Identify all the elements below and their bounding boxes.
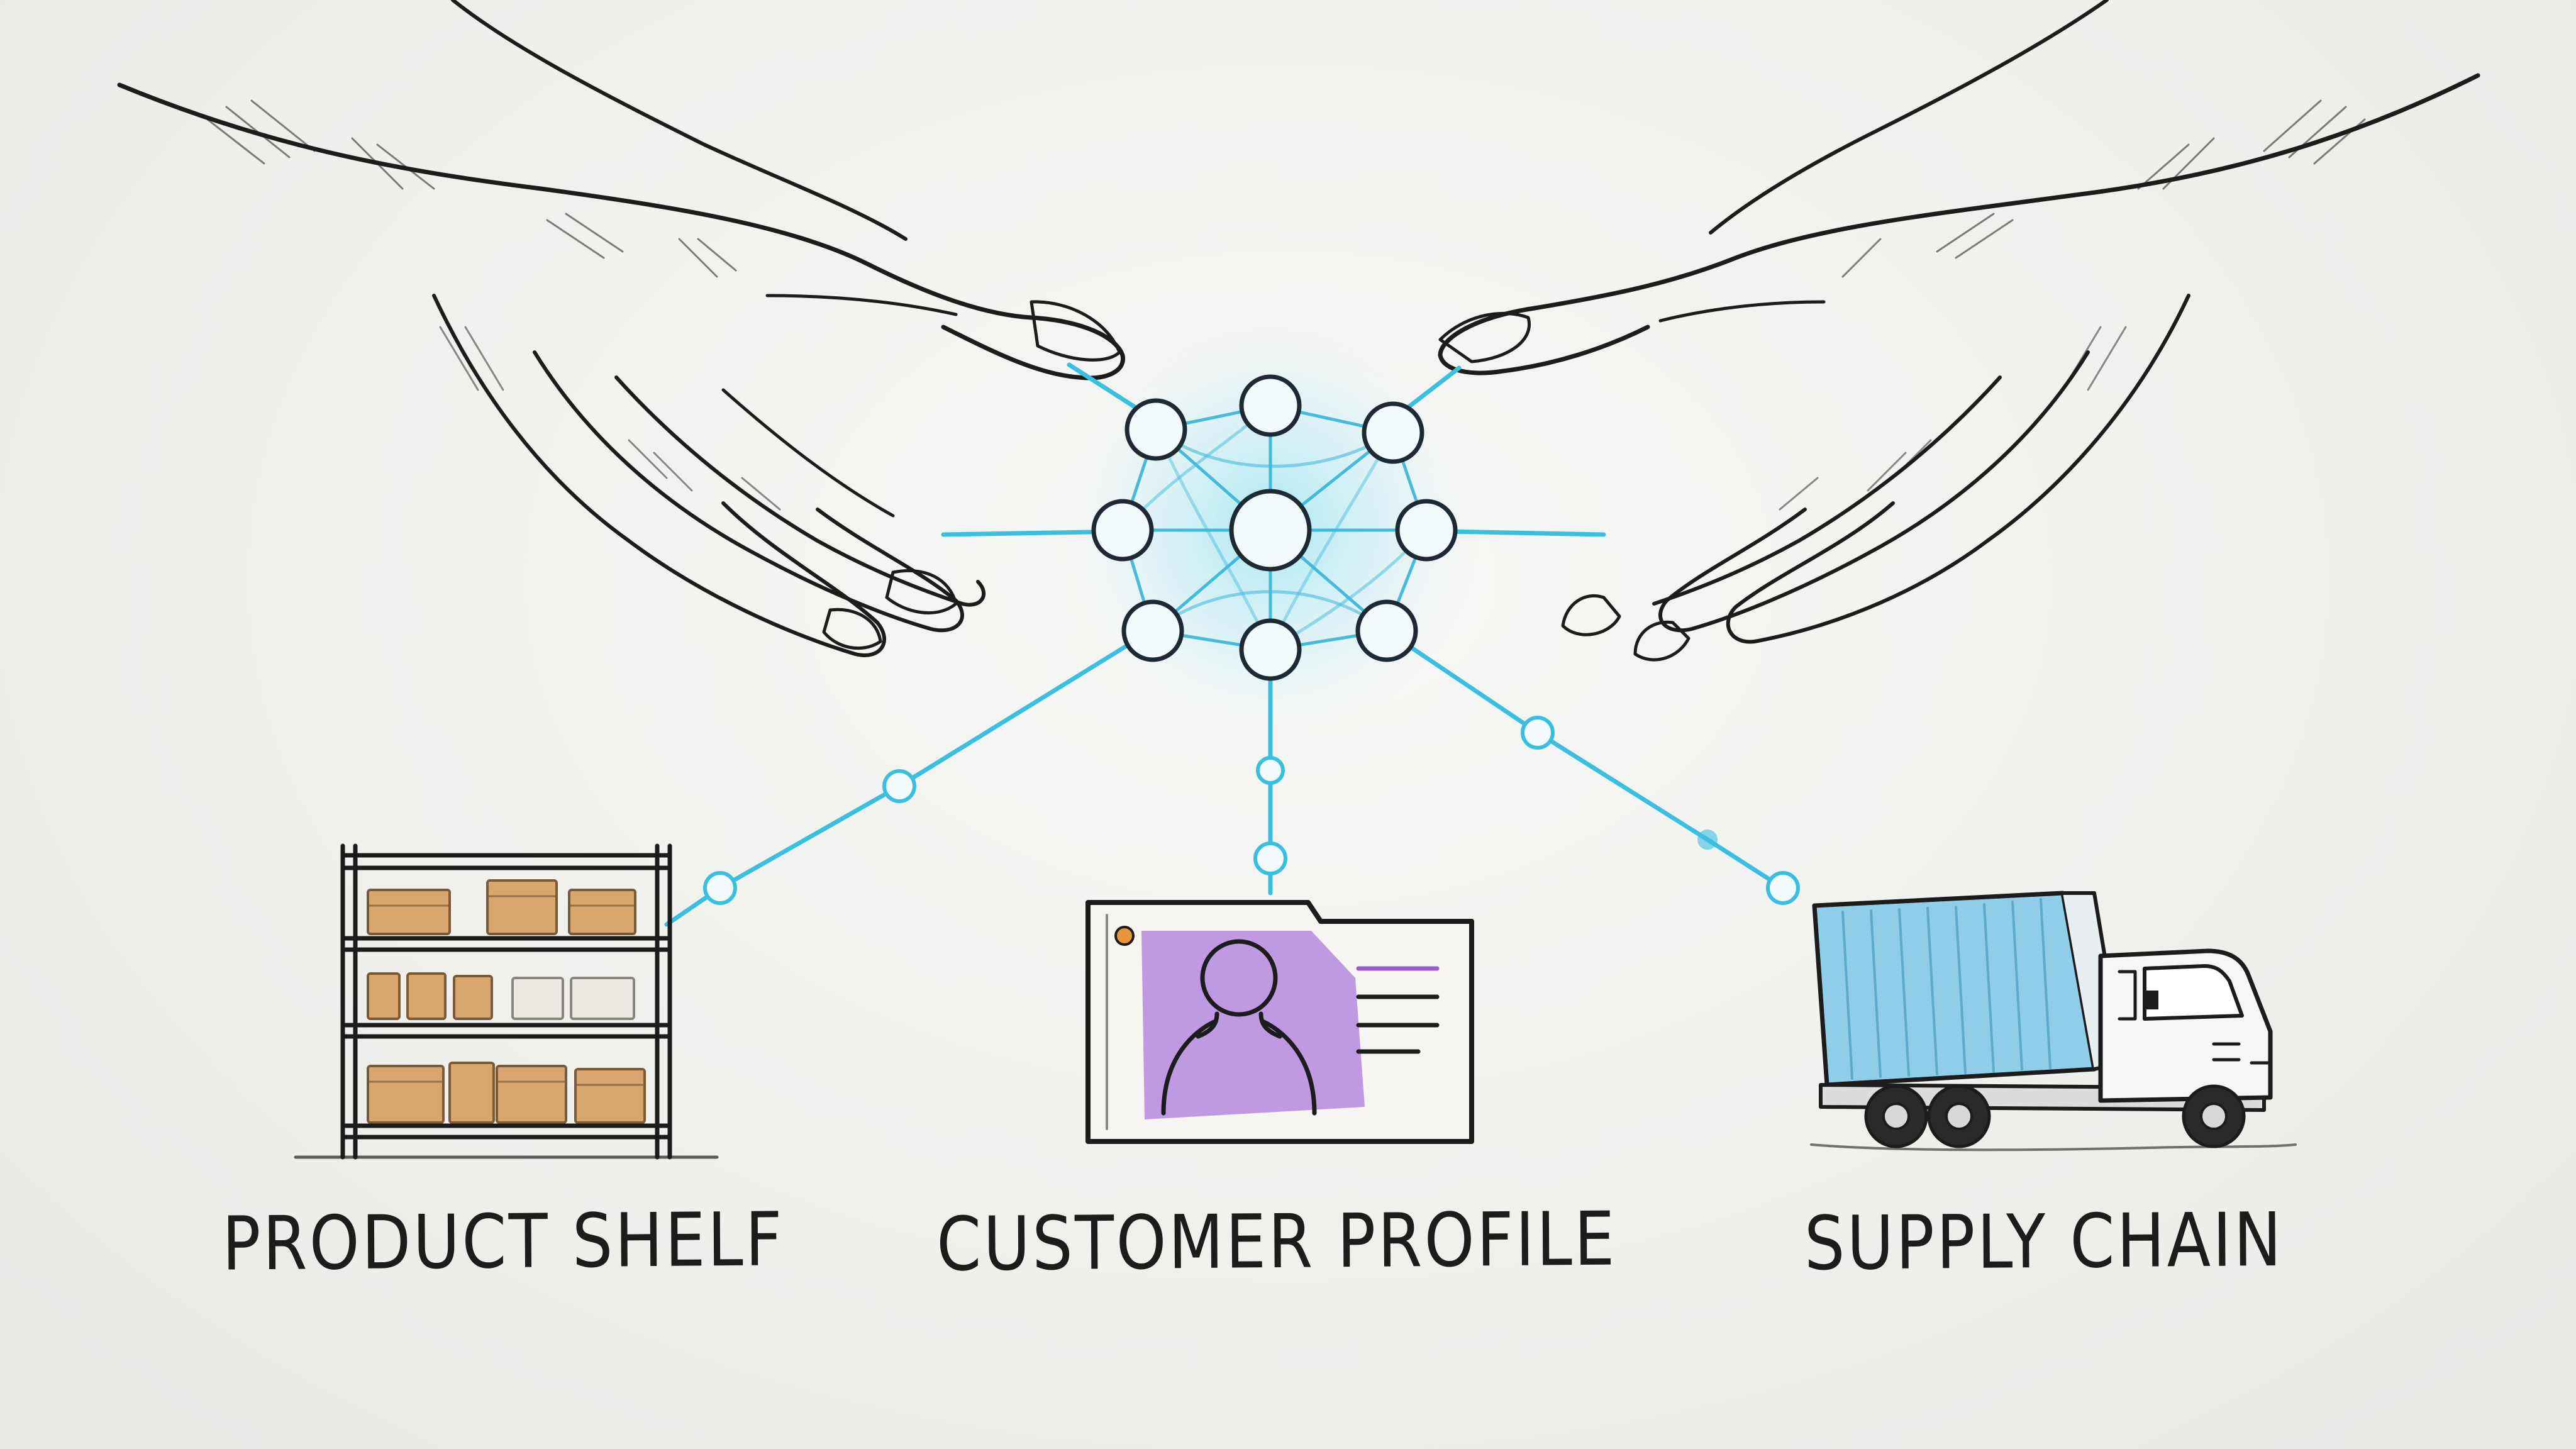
shelf-icon — [294, 843, 719, 1160]
truck-icon — [1810, 891, 2297, 1152]
customer-profile-label: CUSTOMER PROFILE — [936, 1195, 1618, 1288]
product-shelf-label: PRODUCT SHELF — [221, 1196, 785, 1287]
profile-card-icon — [1085, 900, 1474, 1144]
connector-nodes — [703, 716, 1800, 905]
left-hand-icon — [117, 0, 1126, 657]
network-hub-icon — [1091, 374, 1458, 681]
supply-chain-label: SUPPLY CHAIN — [1804, 1196, 2284, 1287]
right-hand-icon — [1438, 0, 2480, 662]
